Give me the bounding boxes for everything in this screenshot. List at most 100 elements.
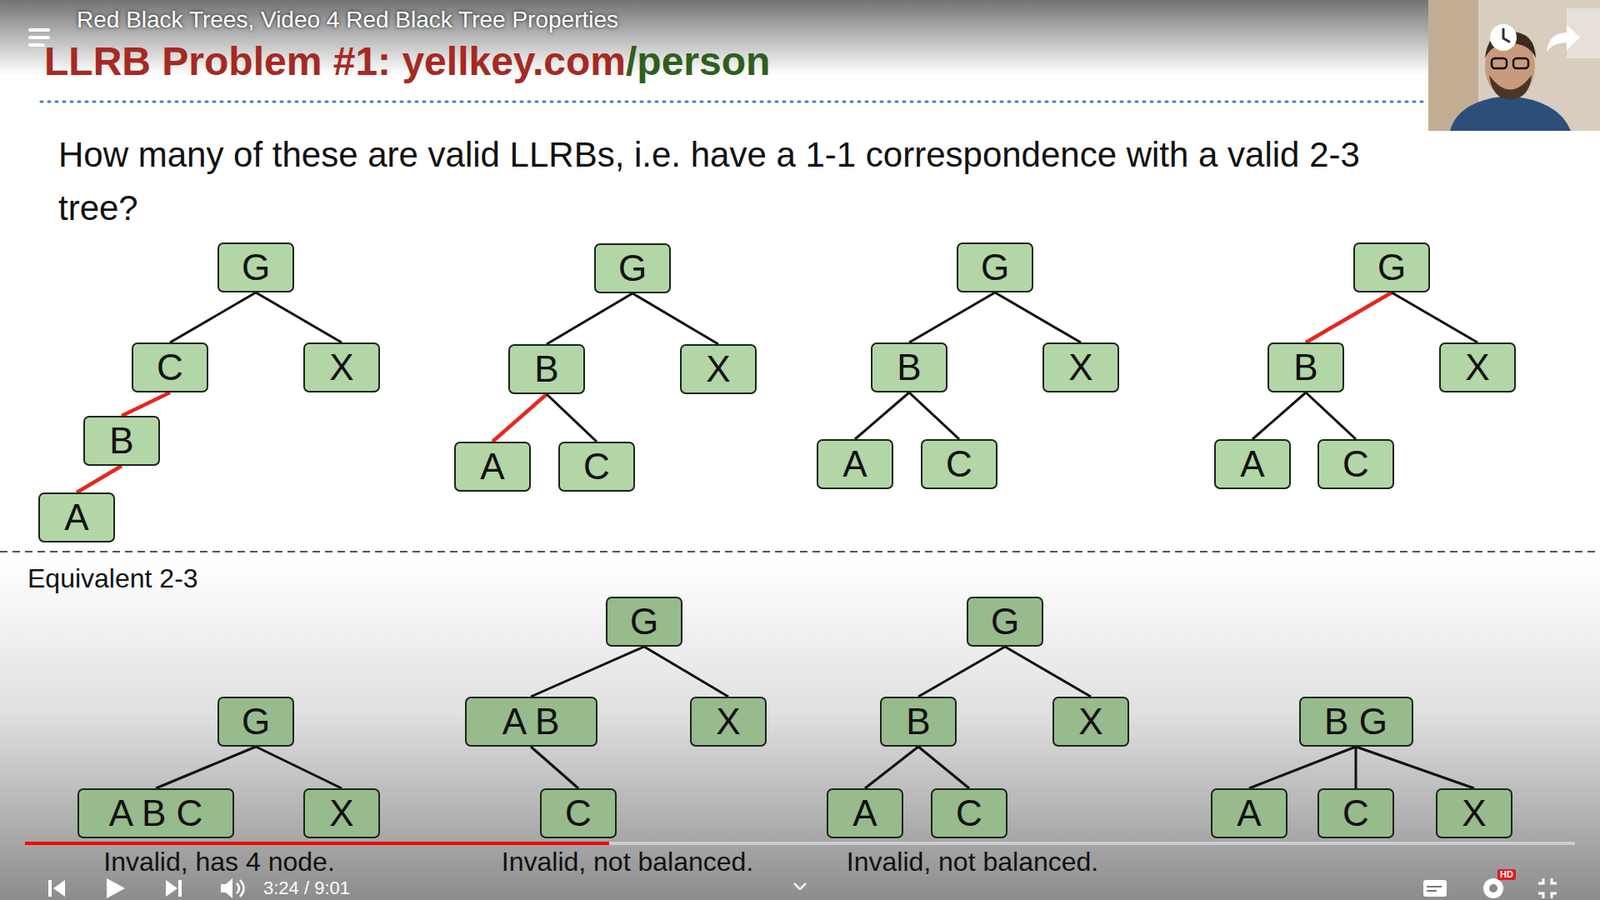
dotted-rule [40,100,1424,104]
tree-node: B [880,696,957,747]
tree-node: A B [465,696,598,747]
tree-node: G [605,596,683,647]
node-key: X [1465,349,1490,386]
tree-node: C [1317,788,1395,839]
time-display: 3:24 / 9:01 [263,878,350,899]
slide-title: LLRB Problem #1: yellkey.com [44,38,626,85]
tree-node: G [217,242,295,293]
tree-node: X [680,344,757,395]
node-key: C [945,445,973,483]
black-link [1252,392,1306,440]
black-link [918,646,1005,697]
progress-track [25,841,1575,845]
watch-later-icon [1490,24,1517,51]
black-link [1355,746,1475,789]
black-link [918,746,970,789]
hd-badge: HD [1497,869,1516,880]
black-link [530,646,645,697]
tree-node: B [83,415,160,466]
black-link [155,746,256,789]
node-key: G [241,249,270,286]
node-key: X [1078,703,1103,740]
node-key: A [1240,445,1265,483]
tree-node: A [38,492,115,543]
node-key: A [64,499,89,536]
red-link [1305,292,1392,343]
node-key: A B [502,703,560,740]
node-key: X [329,795,354,832]
red-link [76,465,122,493]
tree-node: B [508,344,585,395]
node-key: X [715,703,740,740]
question-text: How many of these are valid LLRBs, i.e. … [58,128,1392,235]
node-key: A [842,445,867,483]
tree-node: A [454,441,531,492]
tree-node: B [870,342,948,393]
black-link [995,292,1081,343]
chevron-icon [794,883,806,890]
tree-node: G [956,242,1034,293]
black-link [1005,646,1091,697]
tree-node: A B C [77,788,235,839]
black-link [1355,746,1358,789]
black-link [909,292,995,343]
black-link [546,293,633,345]
tree-node: C [131,342,209,393]
tree-node: G [217,696,295,747]
tree-node: X [1439,342,1516,393]
node-key: B [534,350,559,388]
black-link [855,392,910,440]
node-key: C [156,349,184,386]
tree-node: B G [1299,696,1414,747]
tree-node: G [966,596,1044,647]
node-key: B [1293,349,1318,386]
tree-node: X [690,696,767,747]
video-title: Red Black Trees, Video 4 Red Black Tree … [76,6,619,34]
tree-node: B [1267,342,1345,393]
dashed-divider [0,550,1600,553]
node-key: A B C [109,795,204,832]
node-key: G [990,603,1020,640]
tree-node: X [1042,342,1120,393]
node-key: A [1236,795,1261,832]
node-key: C [1342,795,1370,832]
fullscreen-icon [1538,878,1557,899]
webcam-view [1428,0,1600,131]
node-key: A [480,448,505,485]
node-key: B [905,703,930,740]
verdict-caption: Invalid, not balanced. [846,846,1099,877]
node-key: B [896,349,921,386]
verdict-caption: Invalid, not balanced. [501,846,754,877]
red-link [492,394,547,442]
captions-icon [1423,880,1447,897]
tree-node: C [558,441,635,492]
verdict-caption: Invalid, has 4 node. [103,846,335,877]
node-key: X [1068,349,1093,386]
tree-node: C [930,788,1008,839]
tree-node: C [920,439,998,490]
black-link [865,746,919,789]
player-controls [48,878,245,899]
tree-node: A [816,439,894,490]
node-key: G [980,249,1010,286]
black-link [530,746,579,789]
node-key: A [852,795,877,832]
tree-node: A [826,788,904,839]
node-key: X [329,349,354,386]
black-link [255,746,342,789]
node-key: G [1377,249,1406,286]
black-link [644,646,729,697]
black-link [546,394,597,442]
black-link [1305,392,1356,440]
black-link [1249,746,1356,789]
node-key: X [705,350,730,388]
tree-node: G [594,243,671,294]
title-link-suffix: /person [625,38,770,85]
settings-icon [1483,878,1504,899]
node-key: B G [1324,703,1388,740]
section-heading: Equivalent 2-3 [27,563,199,595]
node-key: C [583,448,610,485]
tree-node: X [303,788,380,839]
node-key: C [955,795,983,832]
black-link [1391,292,1478,343]
